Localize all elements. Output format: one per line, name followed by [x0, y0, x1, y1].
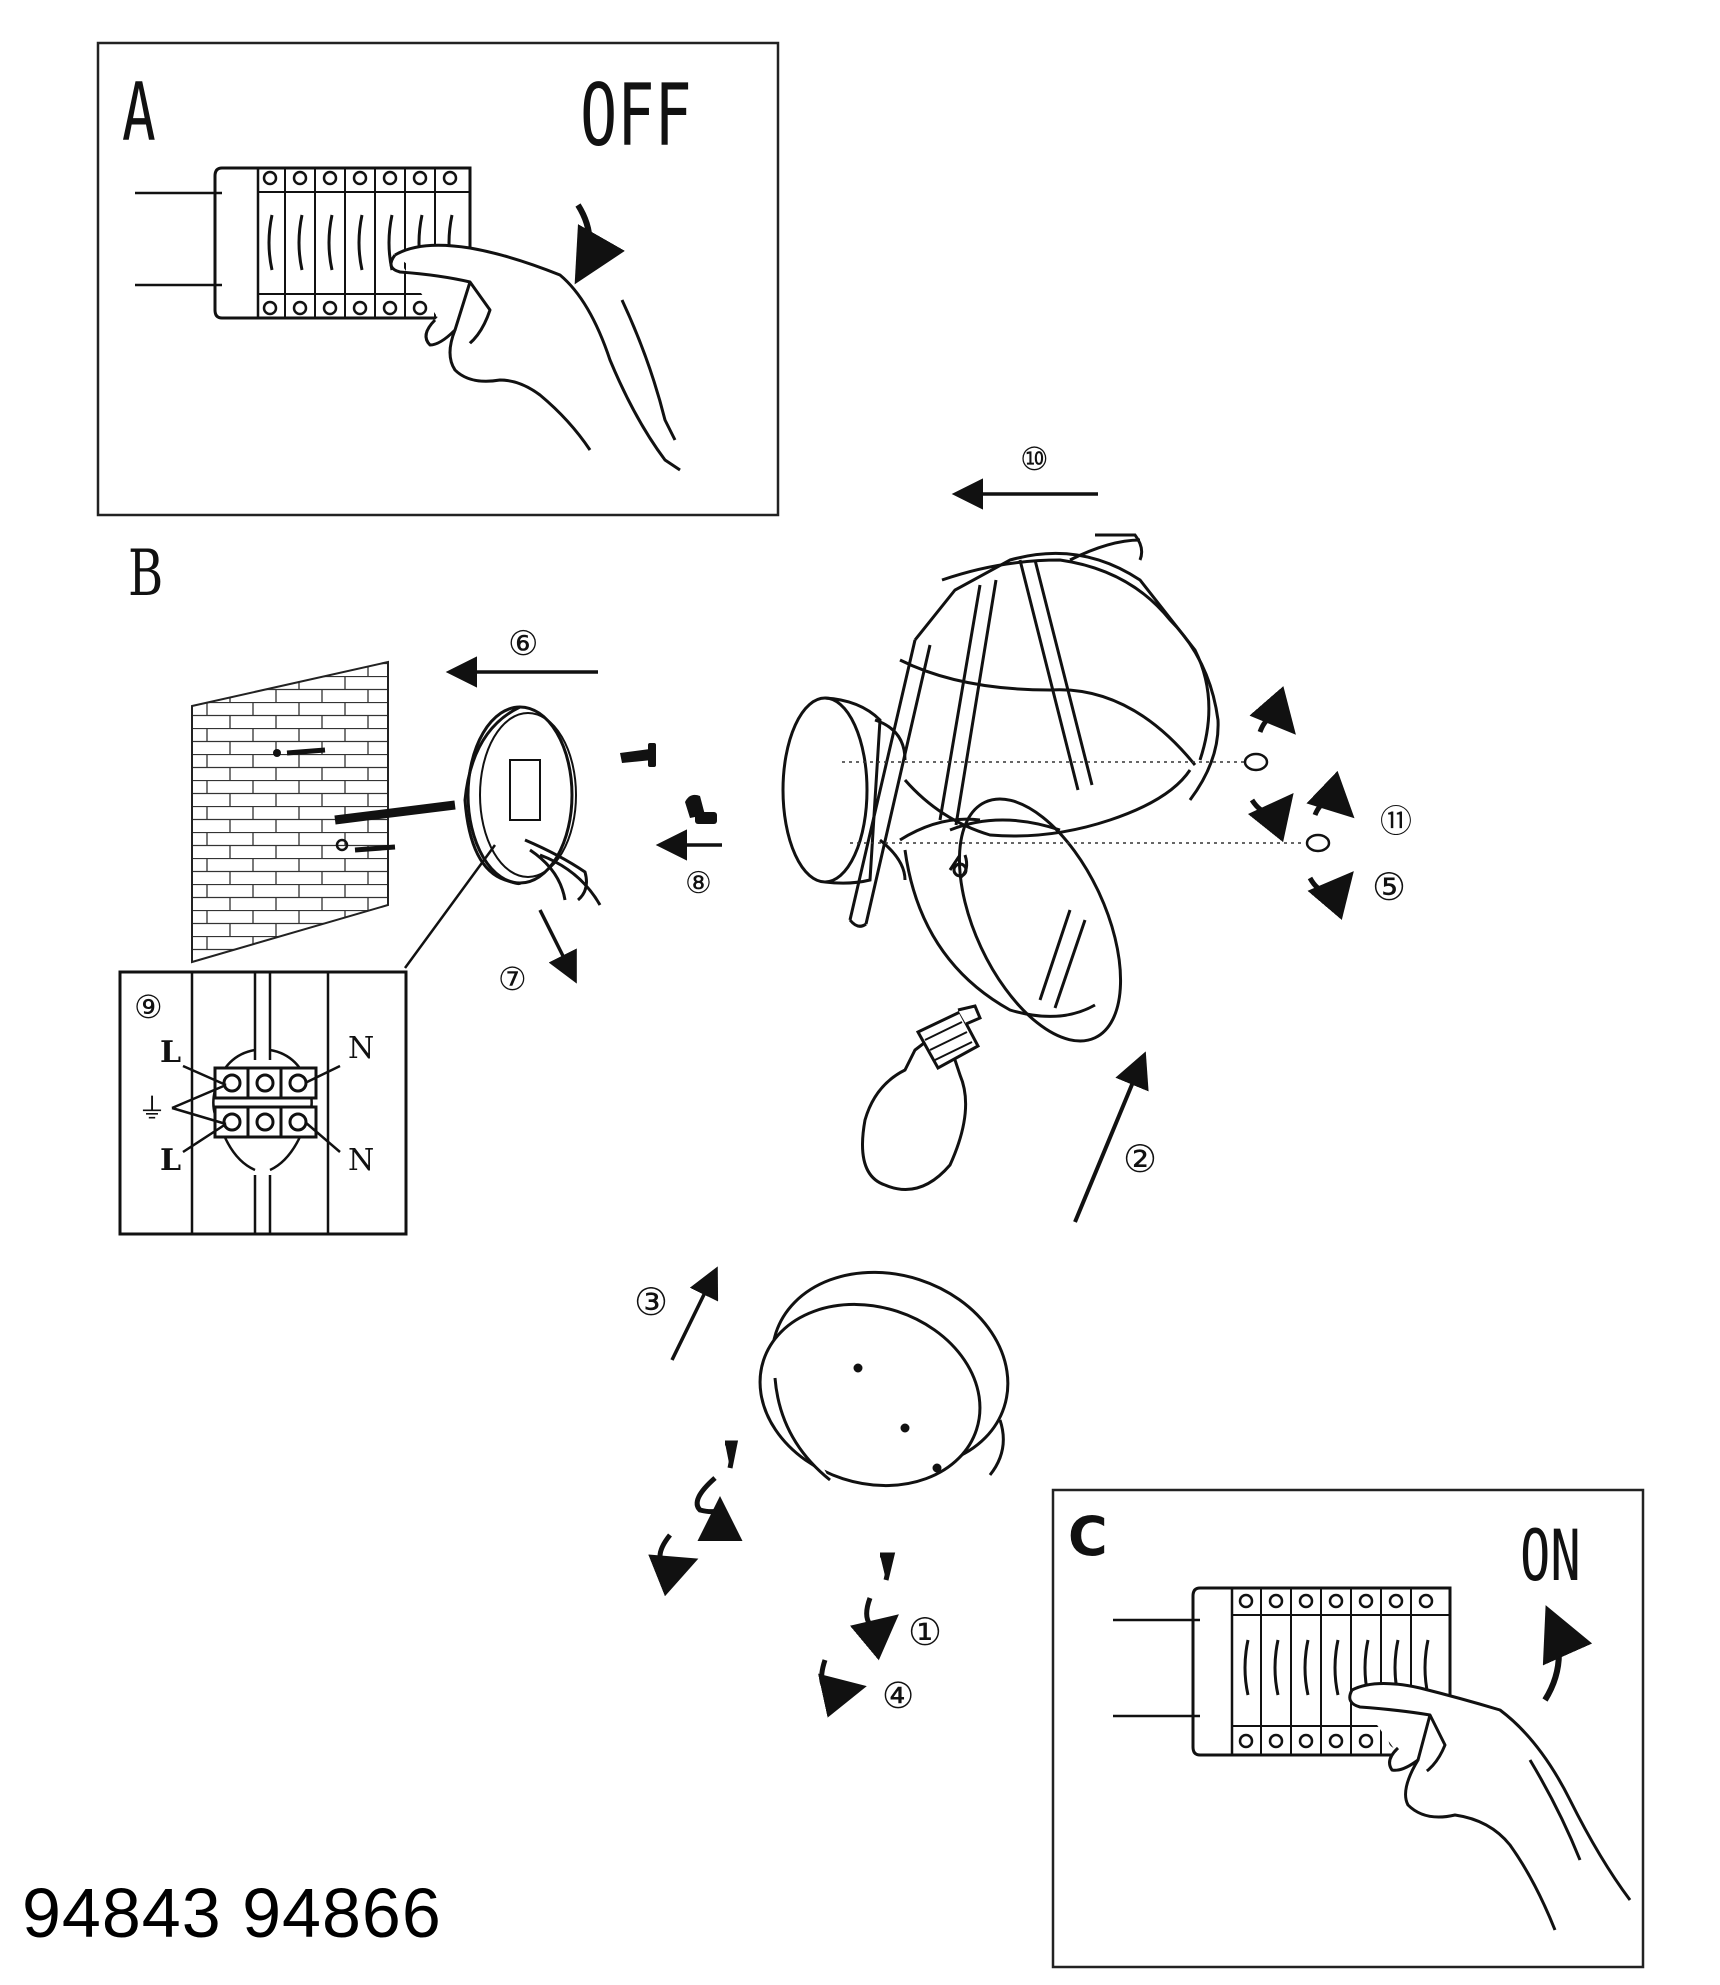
light-bulb — [861, 1004, 982, 1191]
hand-on — [1348, 1681, 1632, 1931]
panel-b-letter: B — [128, 536, 163, 611]
panel-a: A OFF — [96, 41, 780, 517]
step-10: ⑩ — [1020, 440, 1049, 478]
step-9: ⑨ — [134, 988, 163, 1026]
earth-icon: ⏚ — [138, 1092, 166, 1125]
neutral-label-bottom: N — [348, 1143, 374, 1178]
alignment-lines — [842, 686, 1355, 920]
model-number: 94843 94866 — [22, 1874, 442, 1952]
arrow-down-icon — [574, 203, 625, 285]
arrow-3 — [670, 1266, 719, 1361]
step-5: ⑤ — [1372, 865, 1406, 909]
step-8: ⑧ — [685, 866, 712, 901]
lamp-fixture — [781, 533, 1220, 1043]
panel-b: B — [118, 440, 1412, 1718]
brick-wall — [191, 660, 456, 964]
arrow-2 — [1073, 1051, 1149, 1223]
off-label: OFF — [580, 65, 692, 166]
step-1: ① — [908, 1610, 942, 1654]
hand-off — [389, 243, 681, 472]
breaker-box-a — [135, 166, 472, 320]
step-4: ④ — [882, 1676, 914, 1717]
wall-plate — [463, 705, 602, 906]
step-11: ⑪ — [1380, 802, 1412, 840]
panel-c: C ON — [1051, 1488, 1645, 1969]
live-label-bottom: L — [160, 1143, 181, 1178]
arrow-up-icon — [1542, 1605, 1593, 1702]
canopy-plate — [758, 1270, 1010, 1488]
screw-rotation-icons — [648, 1440, 899, 1718]
wiring-inset: ⑨ L L N N ⏚ — [118, 970, 408, 1236]
step-7: ⑦ — [498, 960, 527, 998]
neutral-label-top: N — [348, 1031, 374, 1066]
breaker-box-c — [1113, 1586, 1452, 1757]
on-label: ON — [1520, 1516, 1581, 1597]
step-2: ② — [1123, 1137, 1157, 1181]
panel-a-letter: A — [122, 67, 156, 160]
step-6: ⑥ — [508, 624, 538, 664]
panel-c-letter: C — [1068, 1505, 1108, 1568]
screw-icon — [620, 743, 717, 824]
step-3: ③ — [634, 1280, 668, 1324]
arrow-7 — [538, 909, 577, 984]
live-label-top: L — [160, 1035, 181, 1070]
